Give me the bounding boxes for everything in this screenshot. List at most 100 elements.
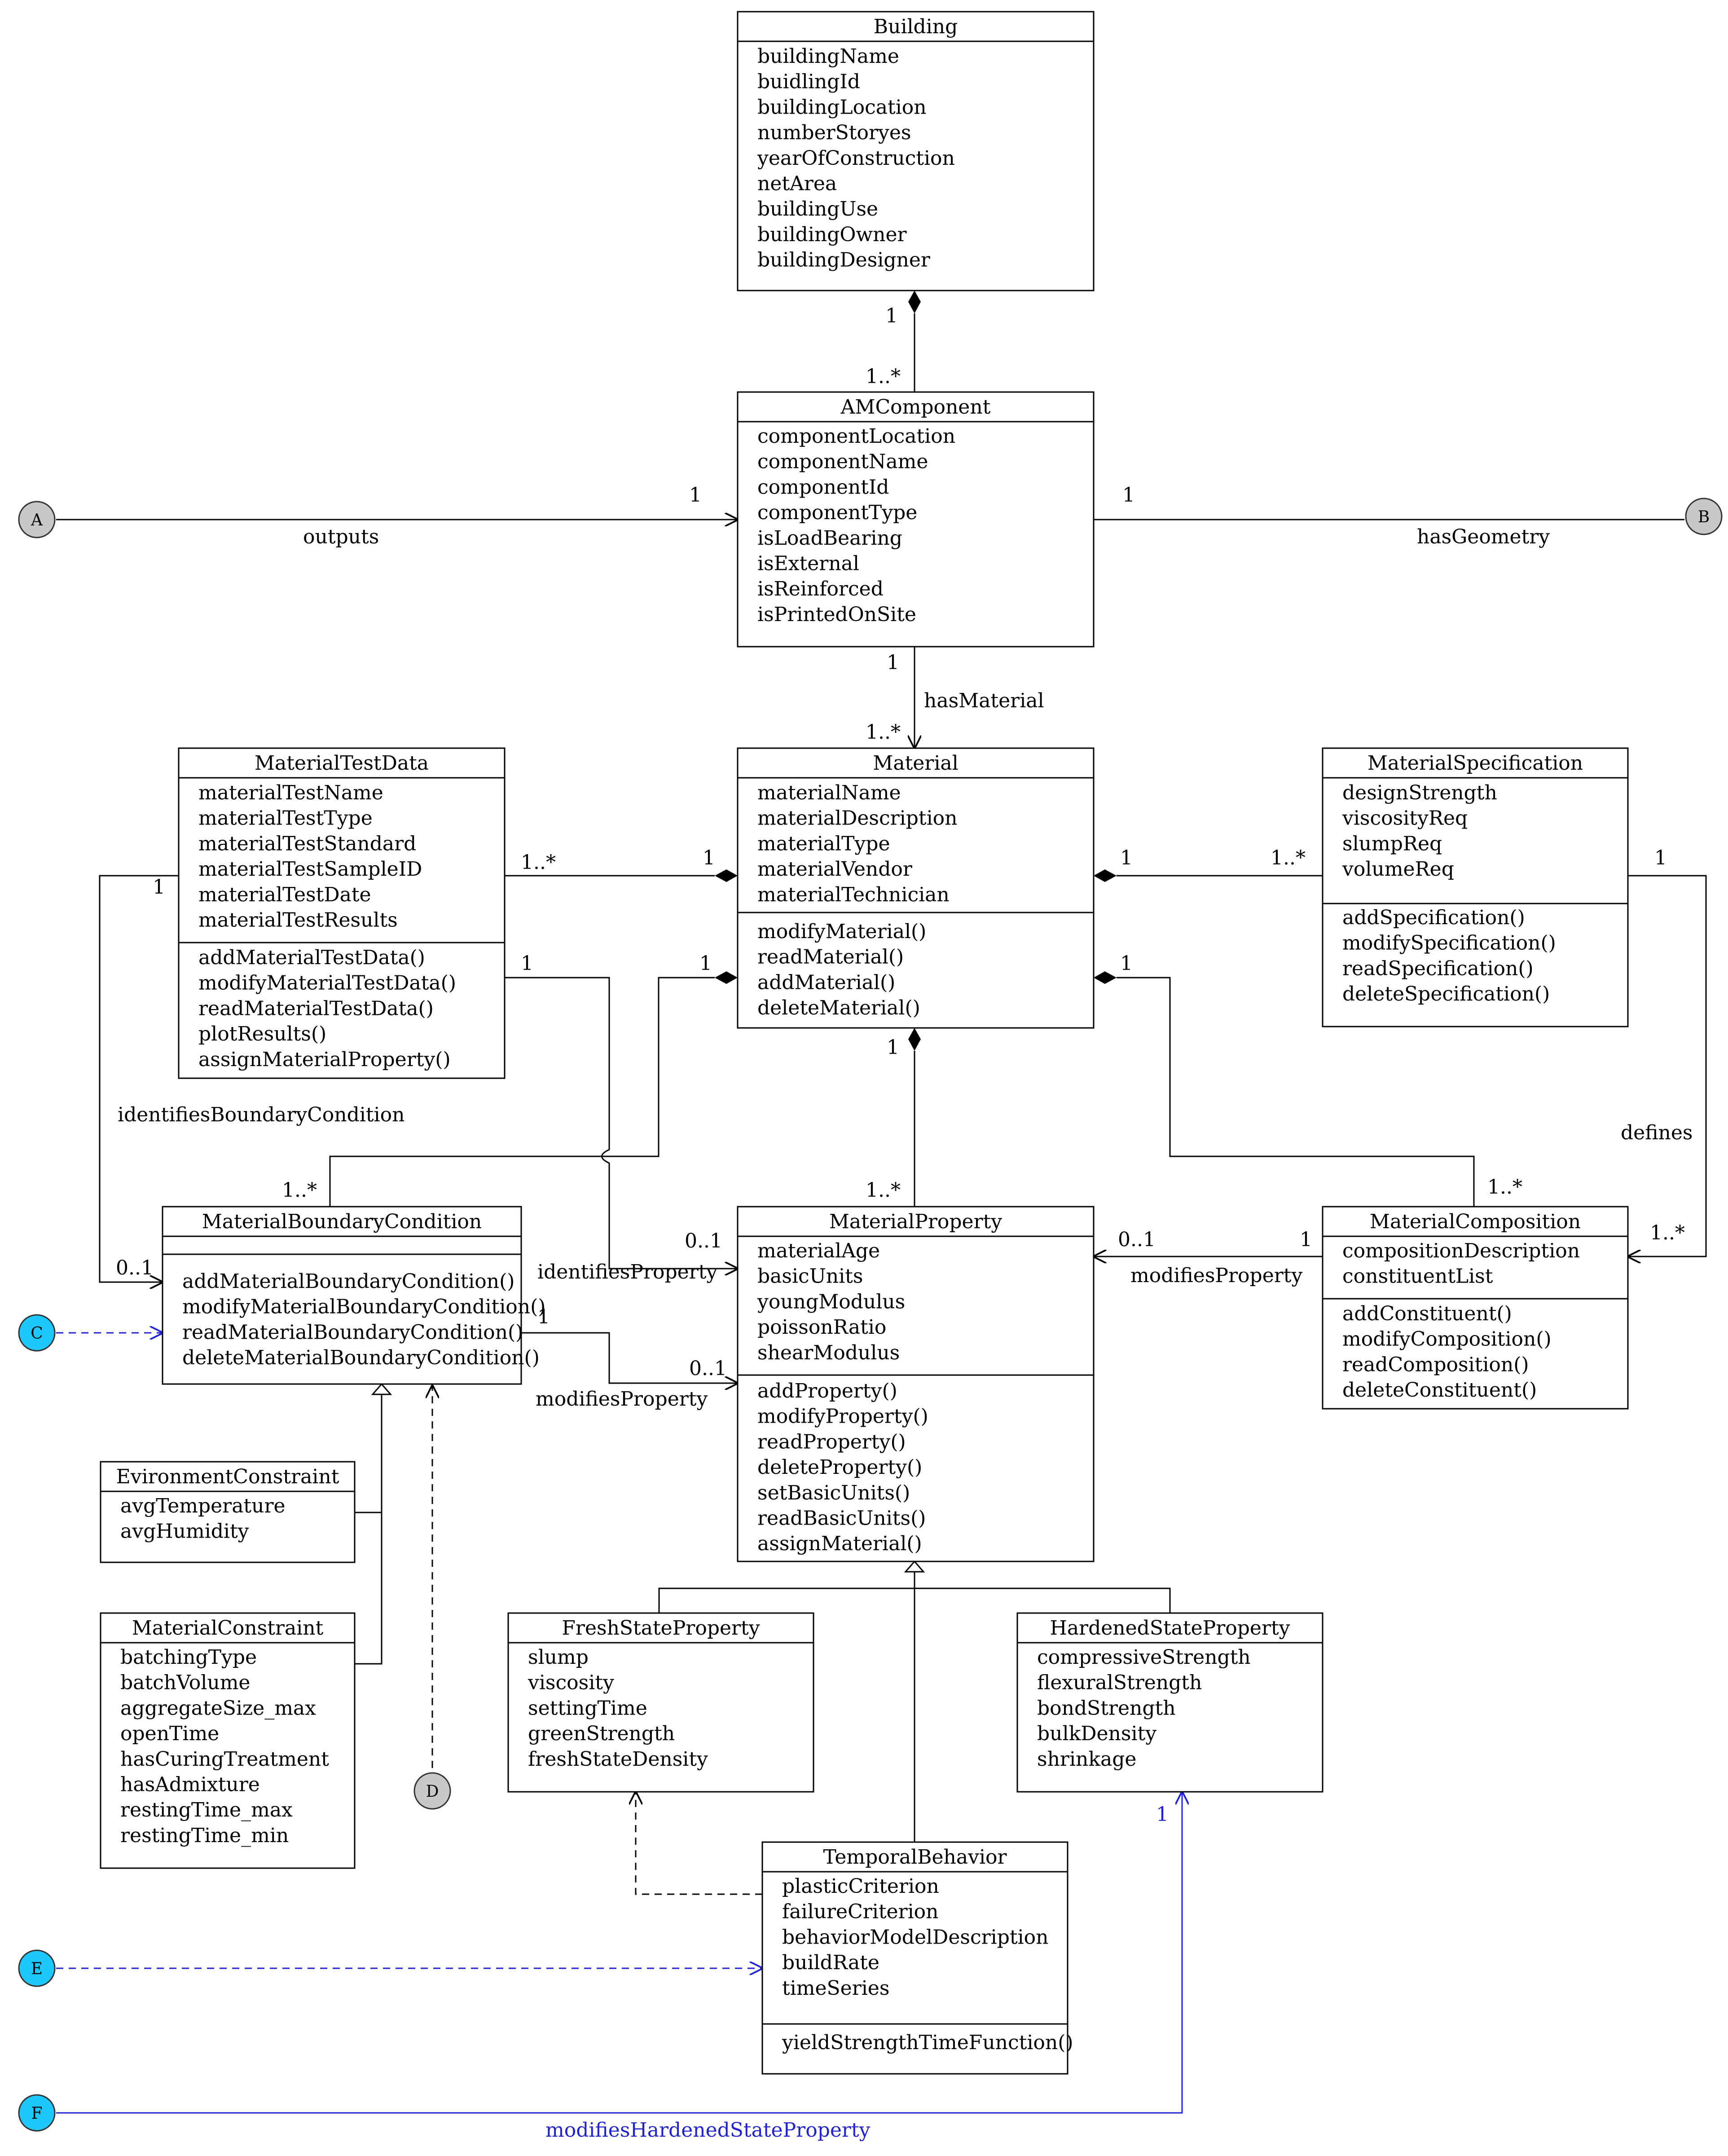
class-attribute: avgTemperature: [120, 1495, 286, 1517]
class-materialspecification[interactable]: MaterialSpecificationdesignStrengthvisco…: [1322, 747, 1629, 1027]
class-name: HardenedStateProperty: [1050, 1617, 1290, 1640]
composition-diamond: [908, 1028, 921, 1051]
class-attribute: avgHumidity: [120, 1520, 249, 1543]
class-attribute: netArea: [757, 172, 837, 195]
class-attribute: compressiveStrength: [1037, 1646, 1251, 1669]
class-attribute: youngModulus: [757, 1290, 905, 1313]
class-attribute: viscosityReq: [1342, 807, 1468, 830]
multiplicity: 0..1: [116, 1257, 154, 1279]
class-material[interactable]: MaterialmaterialNamematerialDescriptionm…: [737, 747, 1095, 1029]
connector-b[interactable]: B: [1685, 498, 1723, 535]
class-method: readProperty(): [757, 1430, 906, 1453]
class-freshstateproperty[interactable]: FreshStatePropertyslumpviscositysettingT…: [507, 1612, 814, 1793]
class-method: modifyProperty(): [757, 1405, 928, 1428]
class-attribute: designStrength: [1342, 781, 1497, 804]
temporal-fresh-dependency: [636, 1792, 762, 1895]
class-attribute: numberStoryes: [757, 121, 911, 144]
association-labels: outputs hasGeometry hasMaterial identifi…: [118, 525, 1693, 2142]
class-attribute: greenStrength: [528, 1722, 675, 1745]
hasmaterial-label: hasMaterial: [924, 689, 1044, 712]
class-attribute: aggregateSize_max: [120, 1697, 316, 1720]
connector-circle: [413, 1772, 451, 1810]
class-boxes: BuildingbuildingNamebuidlingIdbuildingLo…: [100, 11, 1629, 2075]
class-attribute: hasCuringTreatment: [120, 1748, 329, 1771]
class-building[interactable]: BuildingbuildingNamebuidlingIdbuildingLo…: [737, 11, 1095, 291]
class-method: assignMaterialProperty(): [198, 1048, 451, 1071]
class-attribute: restingTime_min: [120, 1824, 289, 1847]
class-name: MaterialTestData: [255, 752, 429, 775]
class-method: addMaterialBoundaryCondition(): [182, 1270, 514, 1293]
multiplicity: 1..*: [282, 1179, 317, 1202]
class-materialtestdata[interactable]: MaterialTestData materialTestName material…: [178, 747, 506, 1079]
connector-a[interactable]: A: [18, 501, 56, 538]
class-method: readMaterialBoundaryCondition(): [182, 1321, 523, 1344]
class-attribute: materialDescription: [757, 807, 957, 830]
class-attribute: isExternal: [757, 552, 859, 575]
class-attribute: bulkDensity: [1037, 1722, 1156, 1745]
class-attribute: isPrintedOnSite: [757, 603, 916, 626]
modifiesproperty-left-association: [521, 1332, 738, 1383]
multiplicity: 1: [1120, 847, 1133, 869]
class-attribute: buildingLocation: [757, 96, 927, 119]
composition-diamond: [715, 971, 738, 984]
multiplicity: 1..*: [866, 365, 901, 388]
connector-f[interactable]: F: [18, 2094, 56, 2132]
class-amcomponent[interactable]: AMComponentcomponentLocationcomponentNam…: [737, 391, 1095, 648]
multiplicity: 1..*: [1650, 1221, 1685, 1244]
multiplicity: 1..*: [866, 721, 901, 744]
class-materialboundarycondition[interactable]: MaterialBoundaryConditionaddMaterialBoun…: [162, 1206, 545, 1385]
class-method: addMaterialTestData(): [198, 946, 425, 969]
class-evironmentconstraint[interactable]: EvironmentConstraintavgTemperatureavgHum…: [100, 1461, 356, 1563]
class-attribute: shrinkage: [1037, 1748, 1136, 1771]
connector-e[interactable]: E: [18, 1949, 56, 1987]
defines-label: defines: [1621, 1121, 1693, 1144]
class-materialproperty[interactable]: MaterialPropertymaterialAgebasicUnitsyou…: [737, 1206, 1095, 1562]
class-attribute: materialTestType: [198, 807, 373, 830]
connector-c[interactable]: C: [18, 1314, 56, 1352]
generalization-triangle: [904, 1560, 925, 1573]
class-attribute: flexuralStrength: [1037, 1671, 1202, 1694]
class-method: readSpecification(): [1342, 957, 1534, 980]
connector-circle: [18, 2094, 56, 2132]
class-attribute: isLoadBearing: [757, 527, 902, 550]
class-method: readMaterialTestData(): [198, 997, 434, 1020]
class-box-frame: [737, 1206, 1095, 1562]
class-attribute: materialTestName: [198, 781, 383, 804]
class-method: deleteMaterialBoundaryCondition(): [182, 1346, 540, 1369]
class-method: deleteProperty(): [757, 1456, 922, 1479]
class-materialcomposition[interactable]: MaterialCompositioncompositionDescriptio…: [1322, 1206, 1629, 1410]
class-materialconstraint[interactable]: MaterialConstraintbatchingTypebatchVolum…: [100, 1612, 356, 1869]
class-attribute: batchVolume: [120, 1671, 250, 1694]
connector-circle: [18, 1314, 56, 1352]
class-attribute: basicUnits: [757, 1265, 863, 1288]
material-composition-composition: [1117, 977, 1475, 1207]
multiplicity: 0..1: [1118, 1228, 1156, 1251]
class-method: readBasicUnits(): [757, 1507, 926, 1530]
connector-d[interactable]: D: [413, 1772, 451, 1810]
class-name: MaterialComposition: [1370, 1210, 1581, 1233]
multiplicity: 1: [1122, 484, 1135, 507]
class-name: Building: [874, 15, 958, 38]
class-hardenedstateproperty[interactable]: HardenedStateProperty compressiveStrength…: [1016, 1612, 1323, 1793]
class-box-frame: [178, 747, 506, 1079]
connector-label: C: [31, 1324, 43, 1343]
class-attribute: timeSeries: [782, 1977, 889, 2000]
connector-label: F: [31, 2104, 43, 2123]
multiplicity: 1: [1300, 1228, 1312, 1251]
class-attribute: materialType: [757, 832, 890, 855]
multiplicity: 1: [887, 651, 899, 674]
class-temporalbehavior[interactable]: TemporalBehaviorplasticCriterionfailureC…: [761, 1841, 1073, 2075]
multiplicity: 1: [689, 484, 702, 507]
multiplicity: 1..*: [866, 1179, 901, 1202]
identifiesboundarycondition-label: identifiesBoundaryCondition: [118, 1103, 405, 1126]
modifiesproperty-left-label: modifiesProperty: [536, 1388, 708, 1411]
class-attribute: componentType: [757, 501, 917, 524]
multiplicity: 1: [703, 847, 715, 869]
class-name: MaterialConstraint: [132, 1617, 324, 1640]
class-attribute: materialAge: [757, 1239, 880, 1262]
class-attribute: materialVendor: [757, 858, 913, 881]
connector-label: E: [31, 1960, 43, 1978]
multiplicity: 1: [153, 876, 165, 899]
modifieshardenedstateproperty-label: modifiesHardenedStateProperty: [545, 2119, 871, 2142]
